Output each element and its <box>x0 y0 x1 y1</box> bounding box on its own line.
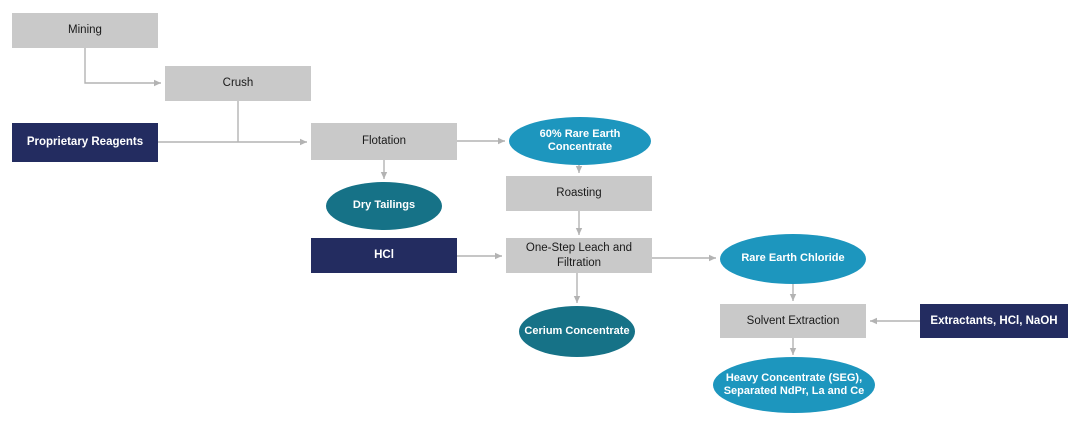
node-label-flotation: Flotation <box>361 135 407 148</box>
node-label-cerium: Cerium Concentrate <box>524 324 630 337</box>
node-mining[interactable]: Mining <box>12 13 158 48</box>
node-leach[interactable]: One-Step Leach and Filtration <box>506 238 652 273</box>
node-extractants[interactable]: Extractants, HCl, NaOH <box>920 304 1068 338</box>
node-label-conc60: 60% Rare Earth Concentrate <box>539 127 621 153</box>
node-label-rechloride: Rare Earth Chloride <box>741 252 845 265</box>
node-solvent[interactable]: Solvent Extraction <box>720 304 866 338</box>
node-conc60[interactable]: 60% Rare Earth Concentrate <box>509 117 651 165</box>
node-drytailings[interactable]: Dry Tailings <box>326 182 442 230</box>
node-heavyconc[interactable]: Heavy Concentrate (SEG), Separated NdPr,… <box>713 357 875 413</box>
node-label-reagents: Proprietary Reagents <box>26 136 144 149</box>
node-label-extractants: Extractants, HCl, NaOH <box>930 314 1058 327</box>
node-label-crush: Crush <box>222 77 254 90</box>
node-label-roasting: Roasting <box>556 187 602 200</box>
edge-mining-crush <box>84 48 161 87</box>
node-flotation[interactable]: Flotation <box>311 123 457 160</box>
node-label-mining: Mining <box>68 24 102 37</box>
node-crush[interactable]: Crush <box>165 66 311 101</box>
node-reagents[interactable]: Proprietary Reagents <box>12 123 158 162</box>
node-label-hcl: HCl <box>374 249 394 262</box>
node-cerium[interactable]: Cerium Concentrate <box>519 306 635 357</box>
node-rechloride[interactable]: Rare Earth Chloride <box>720 234 866 284</box>
node-label-heavyconc: Heavy Concentrate (SEG), Separated NdPr,… <box>723 371 865 397</box>
node-hcl[interactable]: HCl <box>311 238 457 273</box>
node-roasting[interactable]: Roasting <box>506 176 652 211</box>
node-label-solvent: Solvent Extraction <box>746 314 840 327</box>
node-label-leach: One-Step Leach and Filtration <box>525 242 633 269</box>
node-label-drytailings: Dry Tailings <box>352 199 416 212</box>
